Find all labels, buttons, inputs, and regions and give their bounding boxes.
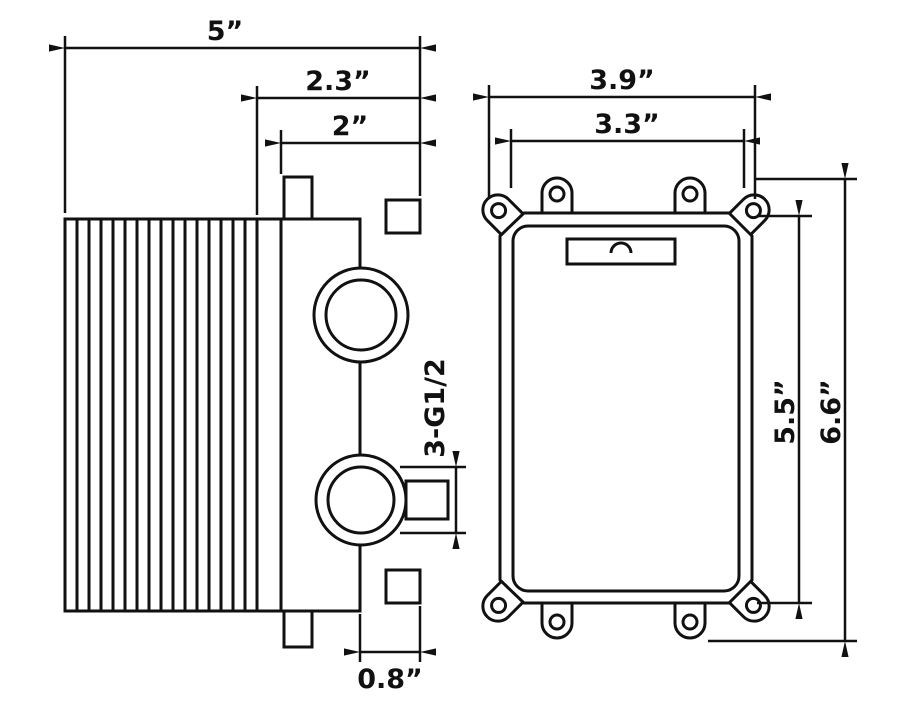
front-view: [481, 176, 771, 640]
bottom-bracket: [384, 568, 422, 605]
bottom-tab: [282, 609, 314, 649]
mount-ear-bottom-right-corner: [725, 577, 771, 623]
port-top-inner: [324, 278, 398, 352]
top-tab: [282, 175, 314, 221]
plate-depth-label: 2”: [332, 111, 369, 142]
mount-ear-bottom-mid-right: [673, 599, 707, 640]
mount-ear-top-mid-left: [540, 176, 574, 217]
rough-in-box-outline: [498, 211, 754, 605]
mount-ear-top-right-corner: [725, 193, 771, 239]
front-height-body-label: 5.5”: [770, 379, 801, 445]
side-view: [63, 175, 450, 649]
front-height-overall-label: 6.6”: [816, 379, 847, 445]
rough-in-box-inner-face: [511, 224, 741, 593]
top-bracket: [384, 198, 422, 235]
label-plate-notch: [609, 241, 633, 254]
outlet-offset-label: 0.8”: [357, 664, 423, 695]
front-width-body-label: 3.3”: [594, 109, 660, 140]
mount-ear-bottom-left-corner: [481, 577, 527, 623]
mount-ear-top-mid-right: [673, 176, 707, 217]
thread-spec-label: 3-G1/2: [420, 358, 451, 458]
dimension-lines: [49, 36, 857, 662]
overall-width-label: 5”: [207, 16, 244, 47]
dimension-labels: 5” 2.3” 2” 0.8” 3-G1/2 3.9” 3.3” 5.5” 6.…: [207, 16, 847, 695]
mount-ear-bottom-mid-left: [540, 599, 574, 640]
port-bottom-inner: [326, 465, 396, 535]
front-width-overall-label: 3.9”: [589, 65, 655, 96]
guard-depth-label: 2.3”: [305, 66, 371, 97]
port-stub: [404, 479, 450, 521]
plaster-guard-ribs: [75, 219, 247, 611]
